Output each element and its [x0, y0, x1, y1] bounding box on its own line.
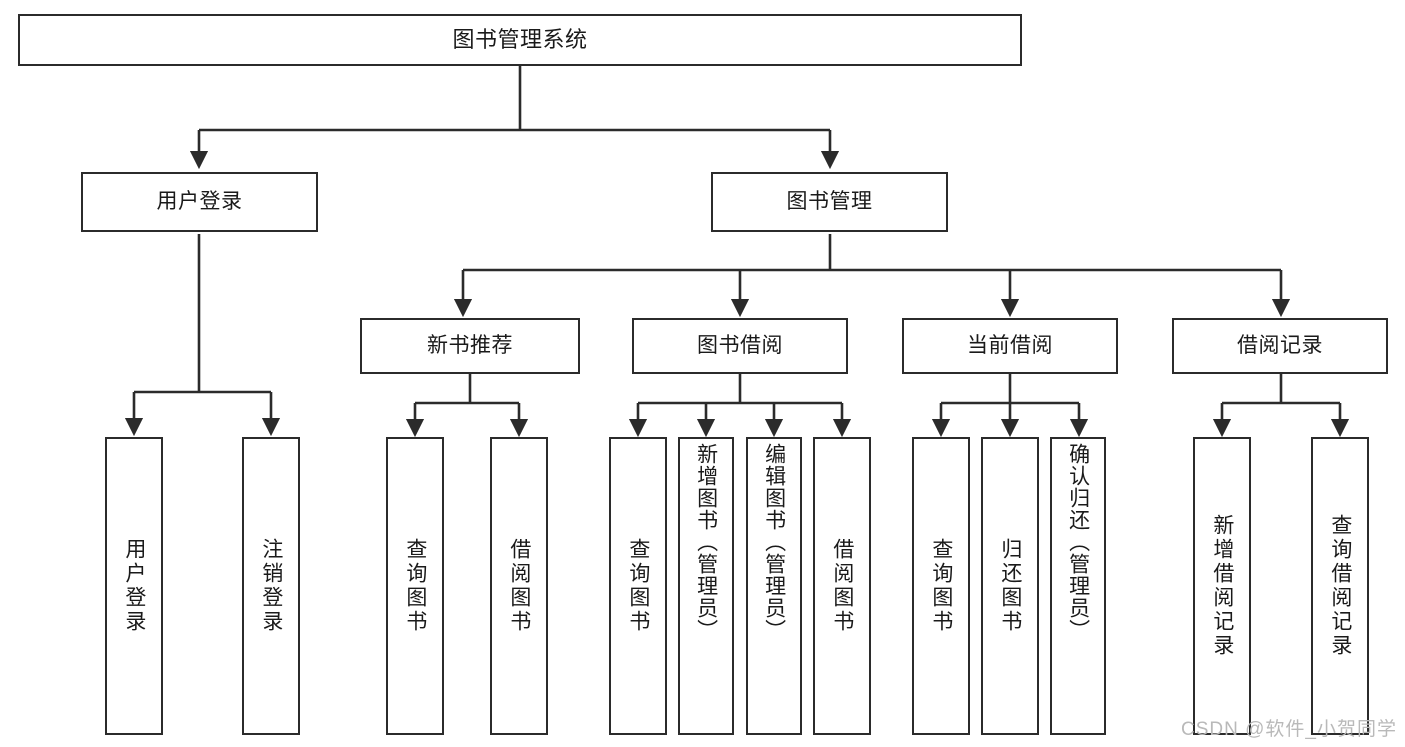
node-label: 借阅图书 [507, 538, 531, 634]
node-new-book-recommend[interactable]: 新书推荐 [360, 318, 580, 374]
leaf-recommend-borrow-book[interactable]: 借阅图书 [490, 437, 548, 735]
node-label: 新增借阅记录 [1210, 514, 1234, 658]
node-label: 借阅图书 [830, 538, 854, 634]
node-label: 图书管理系统 [452, 26, 588, 52]
node-label: 新增图书（管理员） [694, 443, 718, 641]
leaf-borrow-add-book-admin[interactable]: 新增图书（管理员） [678, 437, 734, 735]
node-label: 确认归还（管理员） [1066, 443, 1090, 641]
node-label: 查询图书 [929, 538, 953, 634]
leaf-user-login-logout[interactable]: 注销登录 [242, 437, 300, 735]
node-label: 查询图书 [403, 538, 427, 634]
leaf-current-query-book[interactable]: 查询图书 [912, 437, 970, 735]
node-label: 用户登录 [122, 538, 146, 634]
node-label: 图书管理 [786, 190, 873, 214]
node-label: 借阅记录 [1237, 334, 1323, 358]
leaf-record-add-record[interactable]: 新增借阅记录 [1193, 437, 1251, 735]
node-label: 新书推荐 [427, 334, 513, 358]
leaf-record-query-record[interactable]: 查询借阅记录 [1311, 437, 1369, 735]
watermark: CSDN @软件_小贺同学 [1181, 719, 1397, 740]
leaf-user-login-login[interactable]: 用户登录 [105, 437, 163, 735]
node-label: 注销登录 [259, 538, 283, 634]
node-book-borrow[interactable]: 图书借阅 [632, 318, 848, 374]
node-label: 当前借阅 [967, 334, 1053, 358]
leaf-borrow-query-book[interactable]: 查询图书 [609, 437, 667, 735]
node-label: 用户登录 [156, 190, 243, 214]
leaf-current-confirm-return-admin[interactable]: 确认归还（管理员） [1050, 437, 1106, 735]
node-label: 编辑图书（管理员） [762, 443, 786, 641]
leaf-current-return-book[interactable]: 归还图书 [981, 437, 1039, 735]
node-current-borrow[interactable]: 当前借阅 [902, 318, 1118, 374]
node-label: 查询图书 [626, 538, 650, 634]
leaf-recommend-query-book[interactable]: 查询图书 [386, 437, 444, 735]
node-root-system[interactable]: 图书管理系统 [18, 14, 1022, 66]
node-label: 图书借阅 [697, 334, 783, 358]
leaf-borrow-edit-book-admin[interactable]: 编辑图书（管理员） [746, 437, 802, 735]
leaf-borrow-borrow-book[interactable]: 借阅图书 [813, 437, 871, 735]
node-borrow-record[interactable]: 借阅记录 [1172, 318, 1388, 374]
node-label: 查询借阅记录 [1328, 514, 1352, 658]
node-user-login[interactable]: 用户登录 [81, 172, 318, 232]
node-book-management[interactable]: 图书管理 [711, 172, 948, 232]
node-label: 归还图书 [998, 538, 1022, 634]
